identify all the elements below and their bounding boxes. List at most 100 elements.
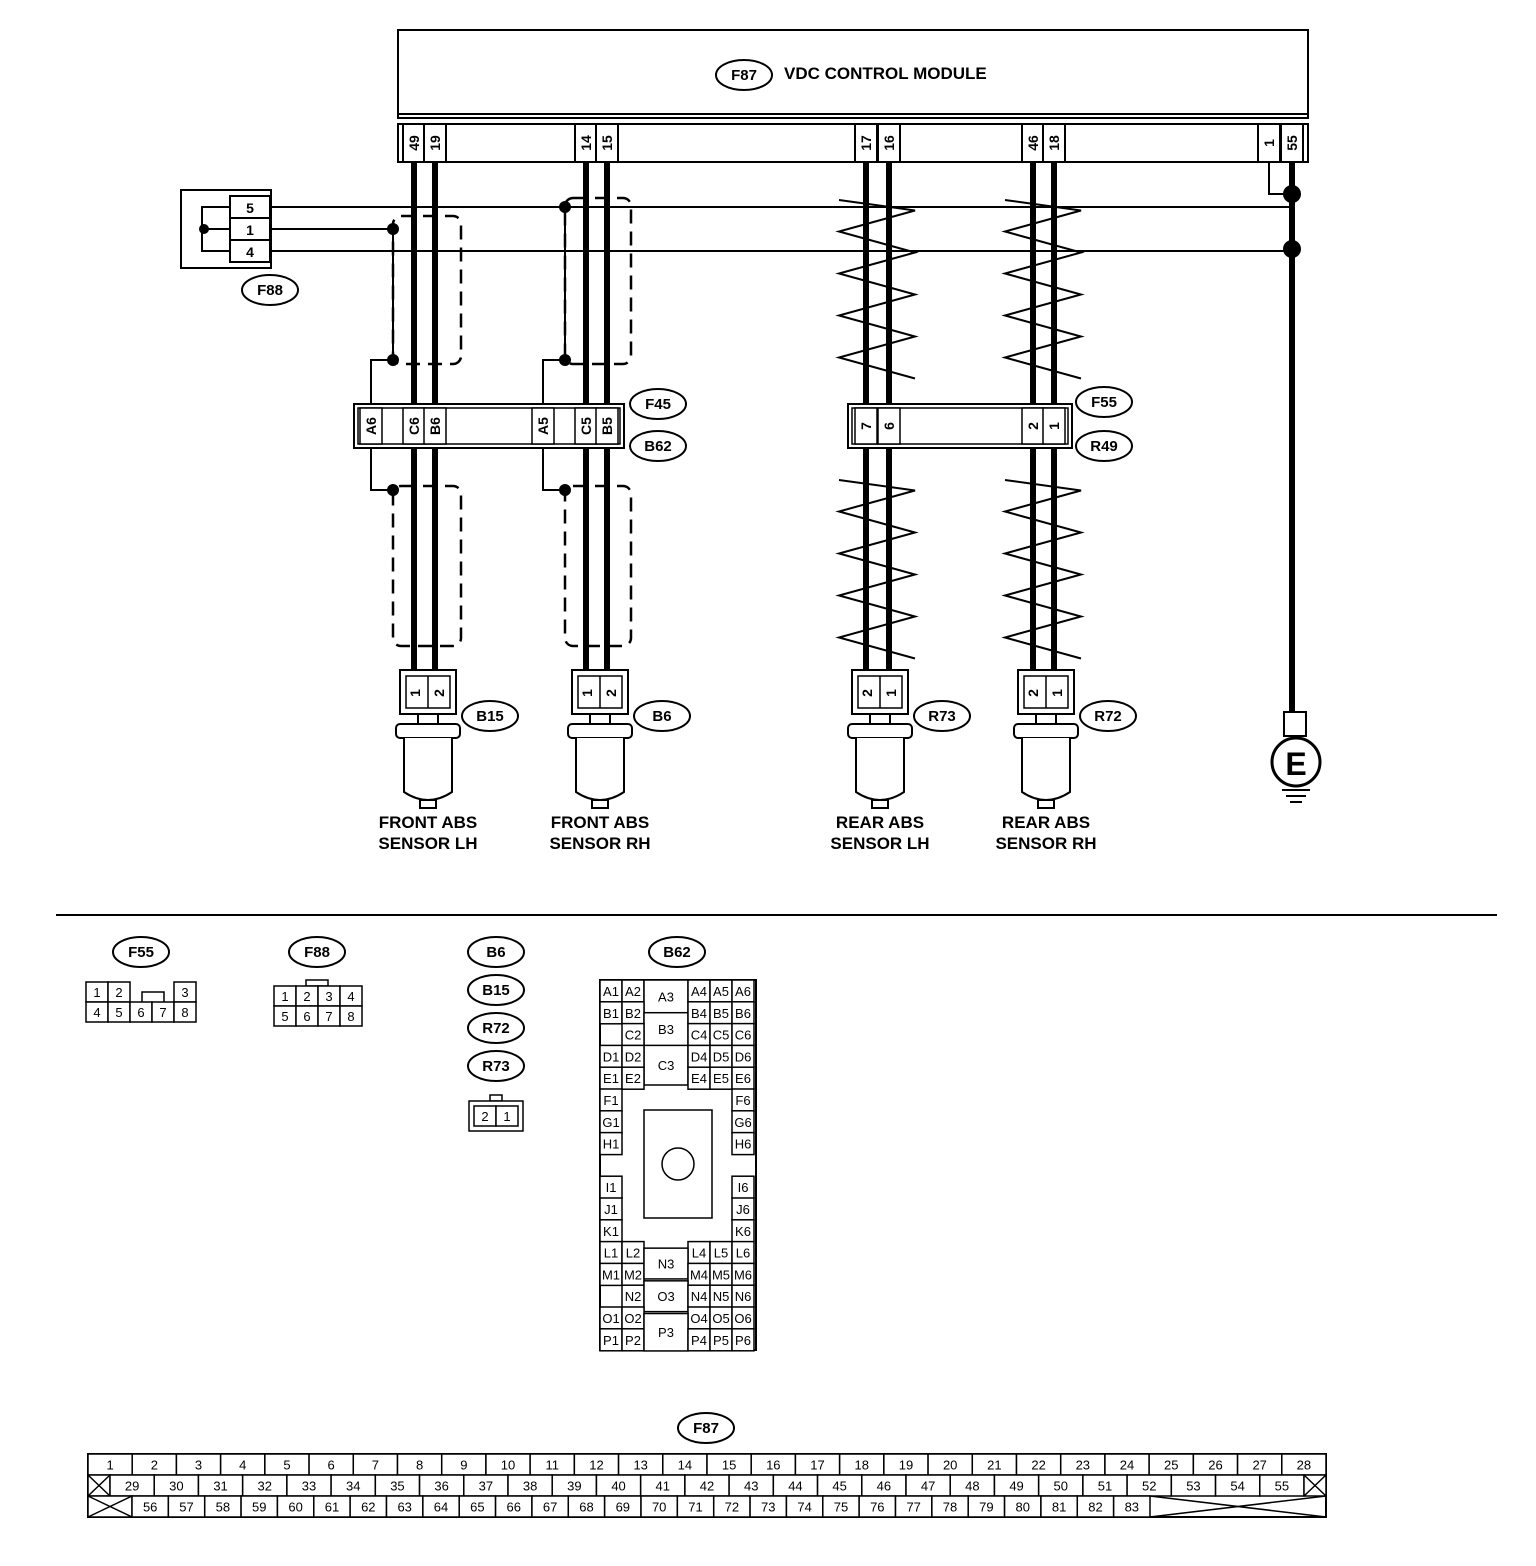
sensor-name-line2: SENSOR LH [378, 834, 477, 853]
splice-dots [387, 185, 1301, 496]
legend-sensor-badge-r72-text: R72 [482, 1020, 510, 1037]
legend-cell-text: 57 [179, 1500, 193, 1515]
legend-f87-badge-text: F87 [693, 1420, 719, 1437]
rear-pin-2: 2 [1025, 422, 1041, 430]
legend-cell-text: 5 [283, 1458, 290, 1473]
legend-cell-text: 56 [143, 1500, 157, 1515]
sensor-name-line2: SENSOR LH [830, 834, 929, 853]
legend-cell-text: 37 [479, 1479, 493, 1494]
legend-cell-text: 60 [288, 1500, 302, 1515]
front-pin-B5: B5 [599, 417, 615, 435]
legend-cell-text: B6 [735, 1006, 751, 1021]
module-pin-19: 19 [427, 135, 443, 151]
legend-cell-text: 31 [213, 1479, 227, 1494]
legend-cell-text: M4 [690, 1267, 708, 1282]
legend-sensor-badge-b15 [467, 974, 525, 1006]
legend-cell-text: 25 [1164, 1458, 1178, 1473]
legend-cell-text: 23 [1076, 1458, 1090, 1473]
legend-sensor-badge-r73 [467, 1050, 525, 1082]
legend-cell-text: N2 [625, 1289, 642, 1304]
b62-badge [629, 430, 687, 462]
legend-cell-text: 7 [159, 1005, 166, 1020]
rear-pin-box [877, 407, 901, 445]
joint-connector-f88: 5 1 4 F88 [180, 189, 299, 306]
legend-cell-text: D2 [625, 1049, 642, 1064]
legend-cell-text: B4 [691, 1006, 707, 1021]
front-pin-C5: C5 [578, 417, 594, 435]
legend-cell-text: 3 [195, 1458, 202, 1473]
sensor-badge-text: B15 [476, 708, 504, 725]
legend-cell-text: 1 [281, 989, 288, 1004]
legend-cell-text: 3 [181, 985, 188, 1000]
legend-cell-text: O4 [690, 1311, 707, 1326]
legend-cell-text: A5 [713, 984, 729, 999]
b62-cell [731, 1328, 755, 1352]
module-pin-16: 16 [881, 135, 897, 151]
legend-sensor-badge-b6-text: B6 [486, 944, 505, 961]
module-pin-18: 18 [1046, 135, 1062, 151]
twist-mark [1001, 199, 1085, 380]
legend-cell-text: P1 [603, 1333, 619, 1348]
legend-cell-text: 2 [151, 1458, 158, 1473]
legend-cell-text: 69 [616, 1500, 630, 1515]
f88-pin-5: 5 [246, 200, 254, 216]
sensor-pin: 1 [579, 689, 595, 697]
f55-badge [1075, 386, 1133, 418]
legend-cell-text: 4 [347, 989, 354, 1004]
legend-cell-text: 15 [722, 1458, 736, 1473]
legend-cell-text: 61 [325, 1500, 339, 1515]
legend-cell-text: O6 [734, 1311, 751, 1326]
legend-cell-text: 11 [546, 1458, 560, 1473]
legend-cell-text: P6 [735, 1333, 751, 1348]
legend-cell-text: 52 [1142, 1479, 1156, 1494]
legend-cell-text: C4 [691, 1028, 708, 1043]
legend-cell-text: 18 [855, 1458, 869, 1473]
legend-cell-text: D5 [713, 1049, 730, 1064]
legend-cell-text: K6 [735, 1224, 751, 1239]
legend-cell-text: P4 [691, 1333, 707, 1348]
legend-cell-text: A6 [735, 984, 751, 999]
legend-cell-text: 80 [1016, 1500, 1030, 1515]
legend-cell-text: 2 [115, 985, 122, 1000]
legend-sensor-badge-b15-text: B15 [482, 982, 510, 999]
legend-cell-text: 20 [943, 1458, 957, 1473]
legend-cell-text: 50 [1054, 1479, 1068, 1494]
legend-cell-text: A4 [691, 984, 707, 999]
legend-cell-text: 73 [761, 1500, 775, 1515]
legend-cell-text: 36 [434, 1479, 448, 1494]
legend-cell-text: 71 [688, 1500, 702, 1515]
sensor-pin: 1 [1049, 689, 1065, 697]
legend-cell-text: J6 [736, 1202, 750, 1217]
legend-cell-text: F6 [735, 1093, 750, 1108]
module-title: VDC CONTROL MODULE [784, 64, 987, 83]
cable-shields [391, 196, 633, 648]
legend-cell-text: L6 [736, 1246, 750, 1261]
f55-badge-text: F55 [1091, 394, 1117, 411]
r49-badge-text: R49 [1090, 438, 1118, 455]
rear-pin-1: 1 [1046, 422, 1062, 430]
legend-cell-text: 59 [252, 1500, 266, 1515]
legend-cell-text: A1 [603, 984, 619, 999]
f88-pin-4: 4 [246, 244, 254, 260]
legend-cell-text: 62 [361, 1500, 375, 1515]
legend-cell-text: C3 [658, 1058, 675, 1073]
rear-pin-6: 6 [881, 422, 897, 430]
legend-cell-text: 22 [1031, 1458, 1045, 1473]
b62-badge-text: B62 [644, 438, 672, 455]
legend-cell-text: H6 [735, 1137, 752, 1152]
legend-cell-text: C6 [735, 1028, 752, 1043]
legend-cell-text: D6 [735, 1049, 752, 1064]
sensor-pin: 2 [859, 689, 875, 697]
legend-cell-text: 83 [1125, 1500, 1139, 1515]
vdc-control-module: F87 VDC CONTROL MODULE [397, 29, 1309, 163]
b62-cell [731, 1131, 755, 1156]
legend-cell-text: C2 [625, 1028, 642, 1043]
legend-cell-text: 30 [169, 1479, 183, 1494]
